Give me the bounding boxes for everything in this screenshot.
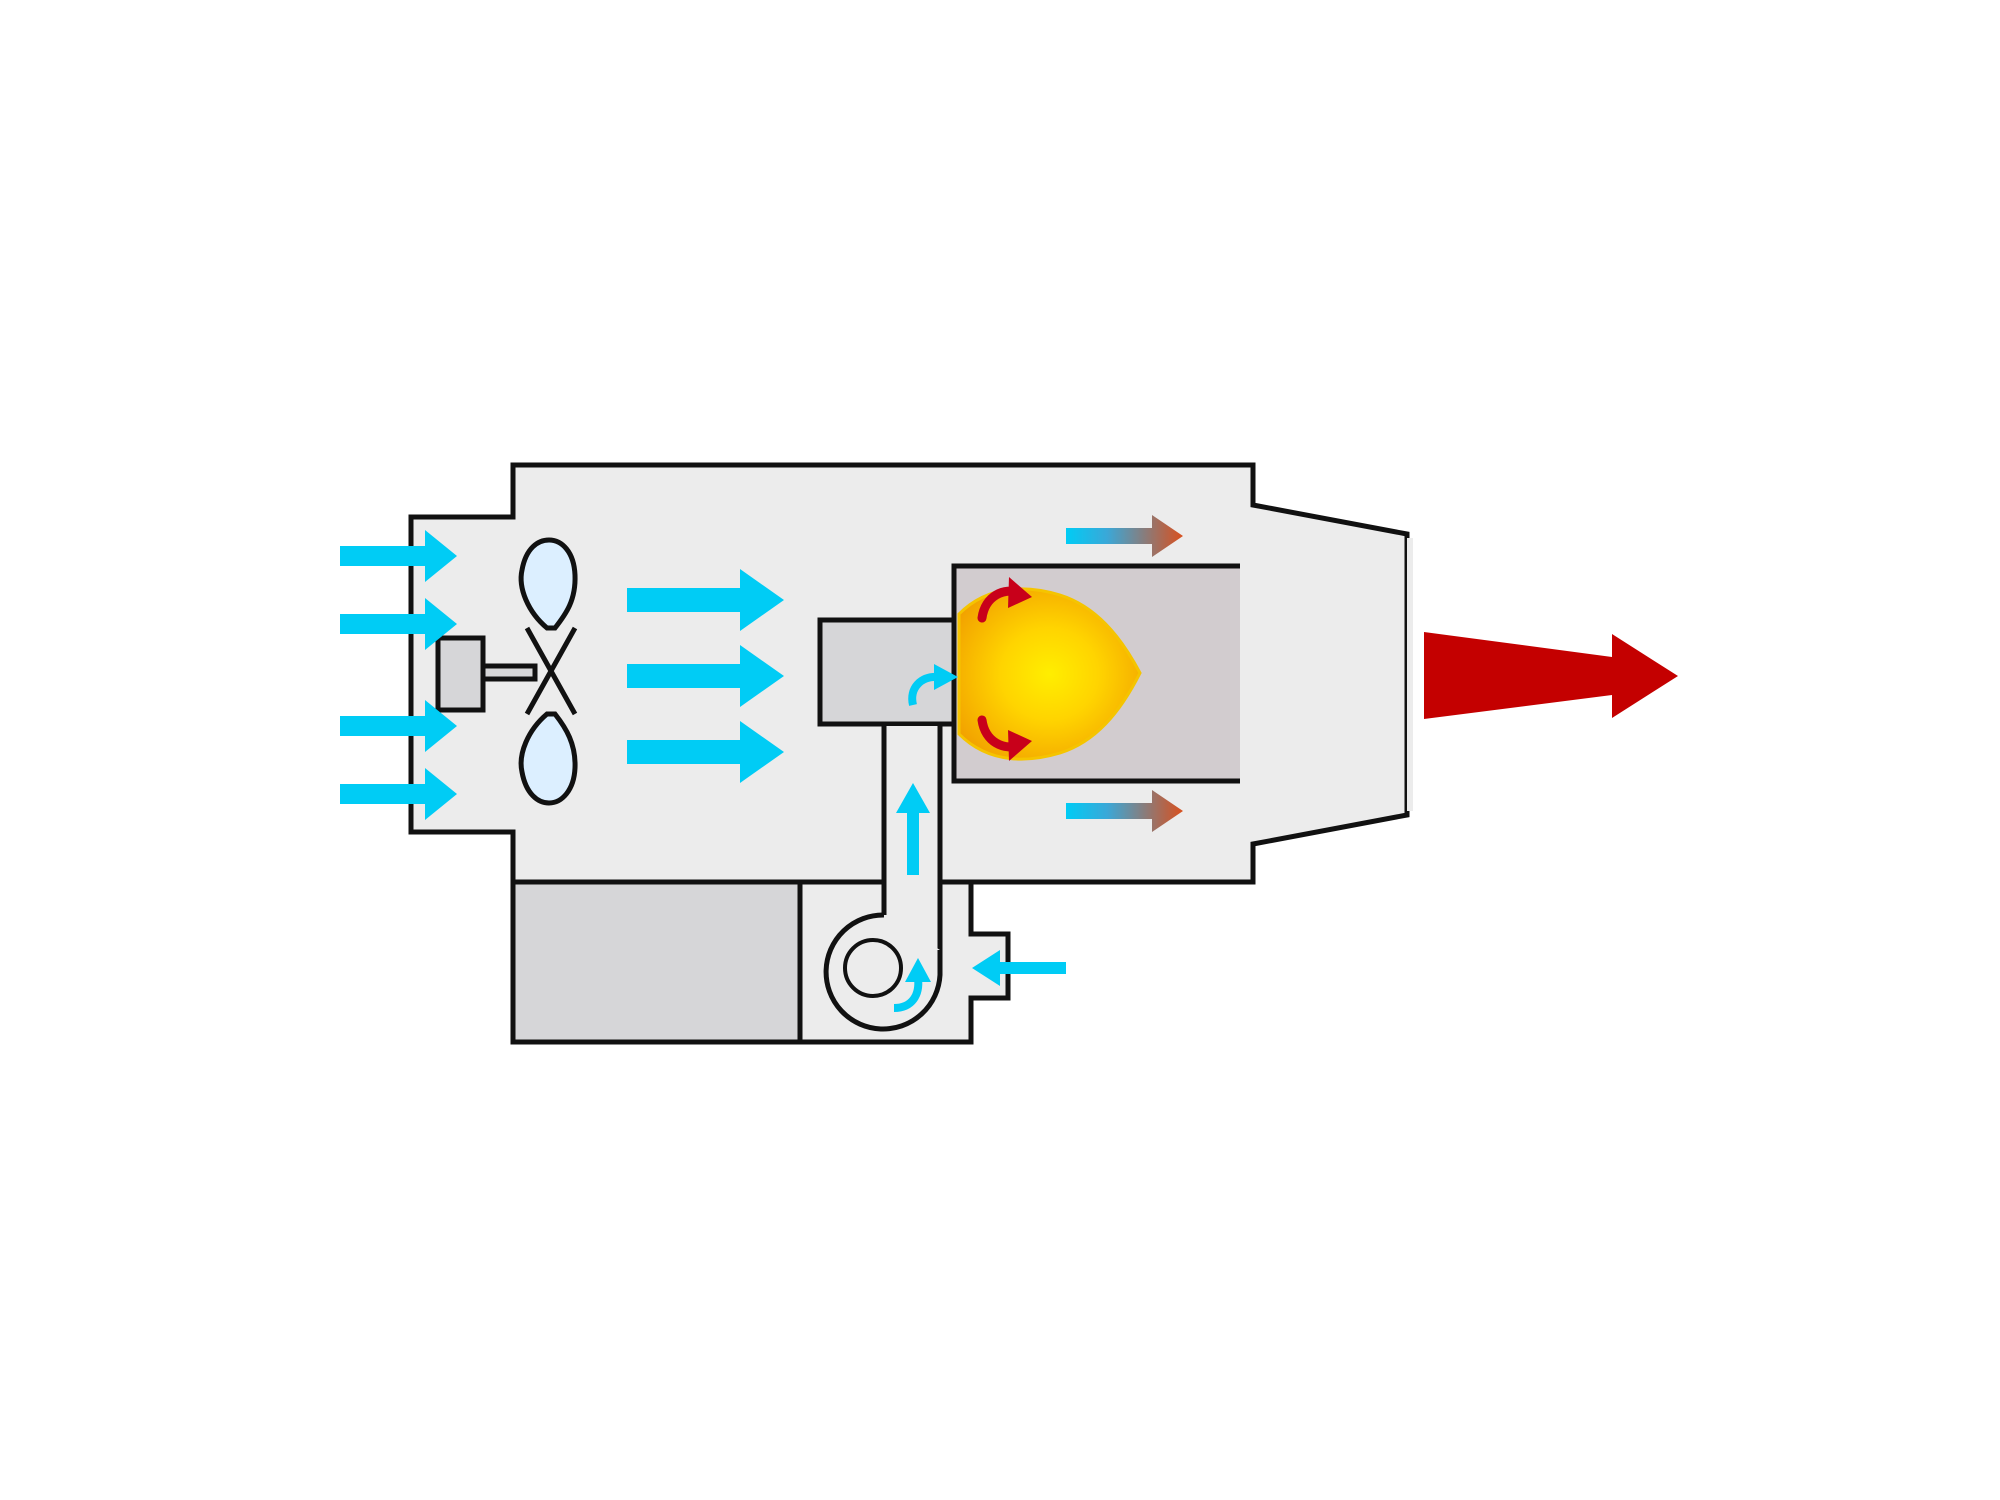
fuel-injection-arrowhead (934, 664, 958, 690)
fuel-injection-curl (908, 672, 939, 706)
internal-air-arrows (627, 569, 784, 783)
air-arrow-2 (627, 645, 784, 707)
heat-swirl-top-arrowhead (1008, 577, 1032, 608)
fuel-inlet-arrow (972, 950, 1066, 986)
intake-arrow-1 (340, 530, 457, 582)
intake-arrow-4 (340, 768, 457, 820)
air-arrow-3 (627, 721, 784, 783)
flame-icon (957, 587, 1142, 761)
warming-air-arrow-top (1066, 515, 1183, 557)
intake-arrow-2 (340, 598, 457, 650)
pump-curl (893, 977, 923, 1012)
fuel-flow-up-arrow (896, 783, 930, 875)
nozzle-opening (1407, 538, 1413, 811)
intake-arrows (340, 530, 457, 820)
fan-icon (518, 537, 578, 806)
heat-swirl-bottom-arrowhead (1008, 730, 1032, 761)
fuel-tank-compartment (510, 879, 803, 1045)
pump-curl-arrowhead (905, 958, 931, 982)
warming-air-arrow-bottom (1066, 790, 1183, 832)
burner-head (817, 617, 957, 727)
intake-arrow-3 (340, 700, 457, 752)
motor-shaft (480, 663, 538, 682)
fuel-line (881, 724, 943, 950)
air-arrow-1 (627, 569, 784, 631)
hot-air-output-arrow (1424, 632, 1678, 719)
fan-motor (435, 635, 486, 713)
